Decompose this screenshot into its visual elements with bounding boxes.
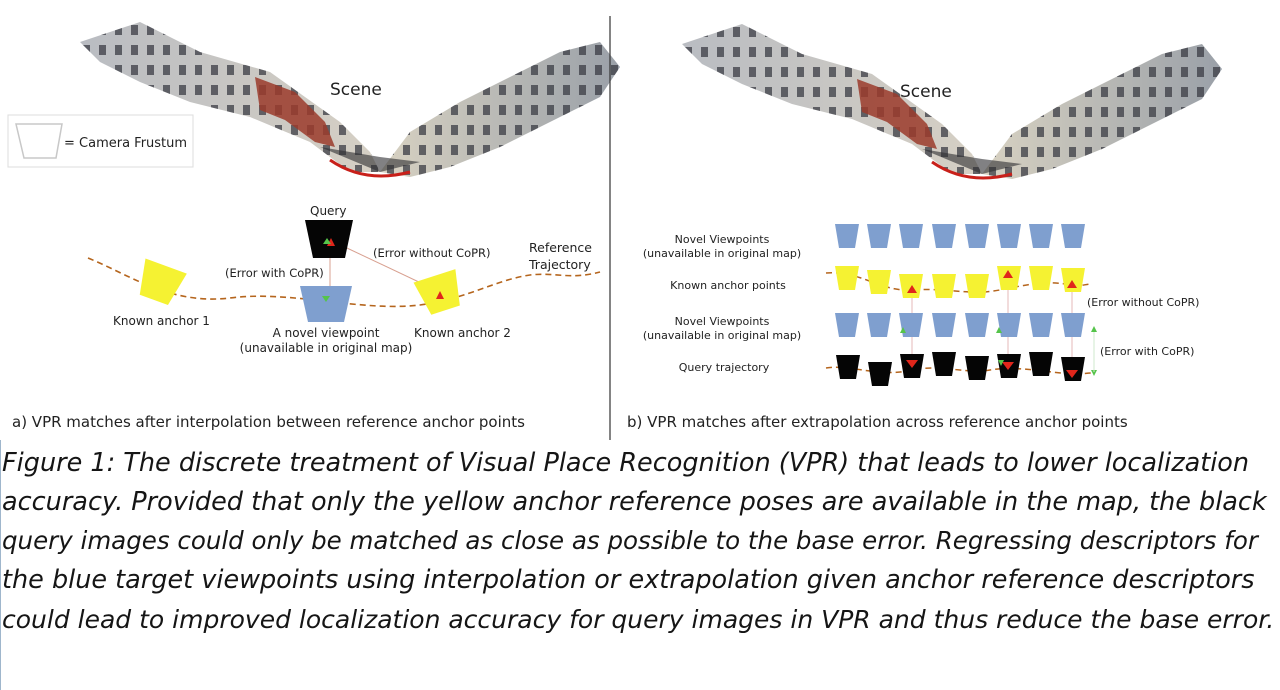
query-trajectory-label: Query trajectory bbox=[679, 361, 770, 374]
query-trajectory-line bbox=[825, 366, 1093, 376]
figure-panels: Scene = Camera Frustum Query (Error with… bbox=[7, 16, 1224, 440]
novel-top-label-2: (unavailable in original map) bbox=[643, 247, 801, 260]
novel-bottom-label-2: (unavailable in original map) bbox=[643, 329, 801, 342]
reference-label-1: Reference bbox=[529, 240, 592, 255]
legend-label: = Camera Frustum bbox=[64, 136, 187, 151]
camera-frustum-icon bbox=[15, 123, 63, 159]
anchor-1-label: Known anchor 1 bbox=[113, 314, 210, 328]
margin-rule bbox=[0, 440, 1, 690]
error-marker-red bbox=[436, 291, 444, 299]
anchor-2-label: Known anchor 2 bbox=[414, 326, 511, 340]
panel-b-caption: b) VPR matches after extrapolation acros… bbox=[627, 413, 1128, 431]
novel-marker-green bbox=[322, 296, 330, 302]
query-frustum bbox=[305, 220, 353, 258]
reference-trajectory bbox=[87, 257, 601, 308]
novel-top-label-1: Novel Viewpoints bbox=[675, 233, 770, 246]
error-without-label: (Error without CoPR) bbox=[373, 246, 491, 260]
query-marker-green bbox=[323, 238, 331, 244]
scene-label: Scene bbox=[330, 80, 382, 100]
query-error-markers bbox=[906, 360, 1097, 378]
caption-line-4: the blue target viewpoints using interpo… bbox=[2, 565, 1255, 595]
anchor-row bbox=[835, 266, 1085, 298]
anchors-label: Known anchor points bbox=[670, 279, 786, 292]
caption-line-5: could lead to improved localization accu… bbox=[2, 605, 1275, 634]
novel-label-1: A novel viewpoint bbox=[273, 326, 380, 340]
error-without-label: (Error without CoPR) bbox=[1087, 296, 1199, 309]
reference-label-2: Trajectory bbox=[528, 257, 591, 272]
scene-pointcloud-image bbox=[680, 22, 1224, 181]
caption-line-1: Figure 1: The discrete treatment of Visu… bbox=[2, 448, 1250, 478]
caption-line-3: query images could only be matched as cl… bbox=[2, 526, 1258, 555]
known-anchor-2 bbox=[413, 269, 460, 315]
known-anchor-1 bbox=[139, 258, 187, 306]
scene-label: Scene bbox=[900, 82, 952, 102]
legend-box: = Camera Frustum bbox=[7, 114, 194, 168]
panel-a-caption: a) VPR matches after interpolation betwe… bbox=[12, 413, 525, 431]
error-with-label: (Error with CoPR) bbox=[1100, 345, 1194, 358]
anchor-trajectory bbox=[825, 272, 1093, 293]
novel-row-top bbox=[835, 224, 1085, 248]
panel-b: Scene bbox=[627, 22, 1224, 431]
caption-line-2: accuracy. Provided that only the yellow … bbox=[2, 487, 1267, 517]
anchor-error-markers bbox=[907, 270, 1077, 293]
query-row bbox=[836, 352, 1085, 386]
error-with-label: (Error with CoPR) bbox=[225, 266, 324, 280]
novel-viewpoint-frustum bbox=[300, 286, 352, 322]
novel-row-bottom bbox=[835, 313, 1085, 337]
panel-a: Scene = Camera Frustum Query (Error with… bbox=[7, 20, 622, 431]
novel-bottom-label-1: Novel Viewpoints bbox=[675, 315, 770, 328]
novel-label-2: (unavailable in original map) bbox=[240, 341, 413, 355]
novel-green-markers bbox=[900, 326, 1097, 333]
query-label: Query bbox=[310, 204, 346, 218]
